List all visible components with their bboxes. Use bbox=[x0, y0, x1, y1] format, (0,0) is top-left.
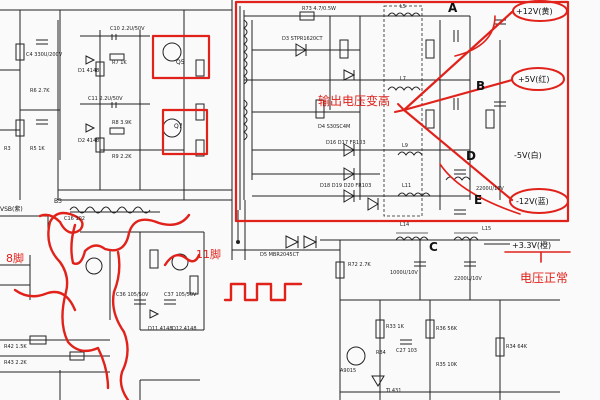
node-label-e: E bbox=[474, 193, 482, 207]
red-scribble-mid bbox=[70, 213, 191, 265]
rail-minus12v: -12V(蓝) bbox=[516, 196, 549, 206]
red-scribble-pin11 bbox=[163, 253, 201, 267]
ellipse-minus12v bbox=[509, 188, 569, 214]
label-r35: R35 10K bbox=[436, 362, 458, 368]
label-d3: D3 STPR1620CT bbox=[282, 36, 324, 42]
q5-highlight-box bbox=[151, 34, 211, 80]
label-d4: D4 S30SC4M bbox=[318, 124, 350, 130]
label-l11: L11 bbox=[402, 183, 411, 189]
bottom-right-wiring bbox=[320, 232, 560, 400]
label-r34b: R34 bbox=[376, 350, 386, 356]
label-q5: Q5 bbox=[176, 59, 185, 66]
red-annotations bbox=[13, 0, 571, 400]
labels: A B D E C +12V(黄) +5V(红) -5V(白) -12V(蓝) … bbox=[0, 1, 568, 394]
label-r3: R3 bbox=[4, 146, 11, 152]
label-r6: R6 2.7K bbox=[30, 88, 50, 94]
secondary-highlight-box bbox=[234, 0, 570, 223]
label-r43: R43 2.2K bbox=[4, 360, 27, 366]
node-label-b: B bbox=[476, 79, 485, 93]
label-c36: C36 105/50V bbox=[116, 292, 149, 298]
label-c4: C4 330U/200V bbox=[26, 52, 63, 58]
annotation-output-voltage-high: 输出电压变高 bbox=[318, 93, 390, 108]
node-label-a: A bbox=[448, 1, 458, 15]
label-d5: D5 MBR2045CT bbox=[260, 252, 300, 258]
label-c19: 2200U/16V bbox=[476, 186, 504, 192]
annotation-pin11: 11脚 bbox=[196, 247, 221, 261]
label-c20: 1000U/10V bbox=[390, 270, 418, 276]
label-r9: R9 2.2K bbox=[112, 154, 132, 160]
red-waveform bbox=[223, 282, 303, 302]
label-r36: R36 56K bbox=[436, 326, 458, 332]
label-r34: R34 64K bbox=[506, 344, 528, 350]
red-scribble-left bbox=[38, 211, 110, 390]
annotation-pin8: 8脚 bbox=[6, 251, 24, 265]
label-c21: 2200U/10V bbox=[454, 276, 482, 282]
label-c16: C16 102 bbox=[64, 216, 85, 222]
red-scribble-down bbox=[111, 250, 130, 400]
secondary-wiring bbox=[235, 5, 506, 249]
label-l9: L9 bbox=[402, 143, 408, 149]
arrow-line-minus12v bbox=[402, 108, 514, 202]
label-q7: Q7 bbox=[174, 123, 183, 130]
label-c27: C27 103 bbox=[396, 348, 417, 354]
label-c37: C37 105/50V bbox=[164, 292, 197, 298]
label-r72: R72 2.7K bbox=[348, 262, 371, 268]
label-r42: R42 1.5K bbox=[4, 344, 27, 350]
arrow-line-12v bbox=[402, 10, 514, 112]
q7-highlight-box bbox=[161, 108, 209, 156]
label-r73: R73 4.7/0.5W bbox=[302, 6, 336, 12]
label-l14: L14 bbox=[400, 222, 409, 228]
label-d12: D12 4148 bbox=[172, 326, 197, 332]
label-r8: R8 3.9K bbox=[112, 120, 132, 126]
node-label-d: D bbox=[466, 149, 476, 163]
rail-5v: +5V(红) bbox=[518, 74, 550, 84]
label-b3: B3 bbox=[54, 198, 62, 205]
left-wiring bbox=[0, 0, 340, 400]
label-d18-d20: D18 D19 D20 FR103 bbox=[320, 183, 371, 189]
rail-minus5v: -5V(白) bbox=[514, 150, 542, 160]
label-a9015: A9015 bbox=[340, 368, 356, 374]
rail-12v: +12V(黄) bbox=[516, 6, 553, 16]
arrow-head bbox=[394, 103, 405, 113]
curve-12v bbox=[454, 15, 496, 57]
label-d11: D11 4148 bbox=[148, 326, 173, 332]
annotation-voltage-normal: 电压正常 bbox=[520, 271, 568, 285]
label-d16-d17: D16 D17 FR103 bbox=[326, 140, 366, 146]
label-d2: D2 4148 bbox=[78, 138, 99, 144]
label-l5: L5 bbox=[400, 4, 406, 10]
arrow-line-5v bbox=[402, 78, 514, 112]
rail-3v3: +3.3V(橙) bbox=[512, 240, 551, 250]
curve-minus12v bbox=[439, 163, 521, 215]
red-scribble-bottomleft bbox=[13, 288, 77, 312]
label-c11: C11 2.2U/50V bbox=[88, 96, 123, 102]
label-r7: R7 1K bbox=[112, 60, 127, 66]
label-vsb: VSB(紫) bbox=[0, 205, 23, 213]
label-tl431: TL431 bbox=[385, 388, 401, 394]
ellipse-12v bbox=[512, 0, 568, 22]
label-l7: L7 bbox=[400, 76, 406, 82]
label-l15: L15 bbox=[482, 226, 491, 232]
label-d1: D1 4148 bbox=[78, 68, 99, 74]
node-label-c: C bbox=[429, 240, 438, 254]
label-c10: C10 2.2U/50V bbox=[110, 26, 145, 32]
label-r5: R5 1K bbox=[30, 146, 45, 152]
label-r33: R33 1K bbox=[386, 324, 405, 330]
